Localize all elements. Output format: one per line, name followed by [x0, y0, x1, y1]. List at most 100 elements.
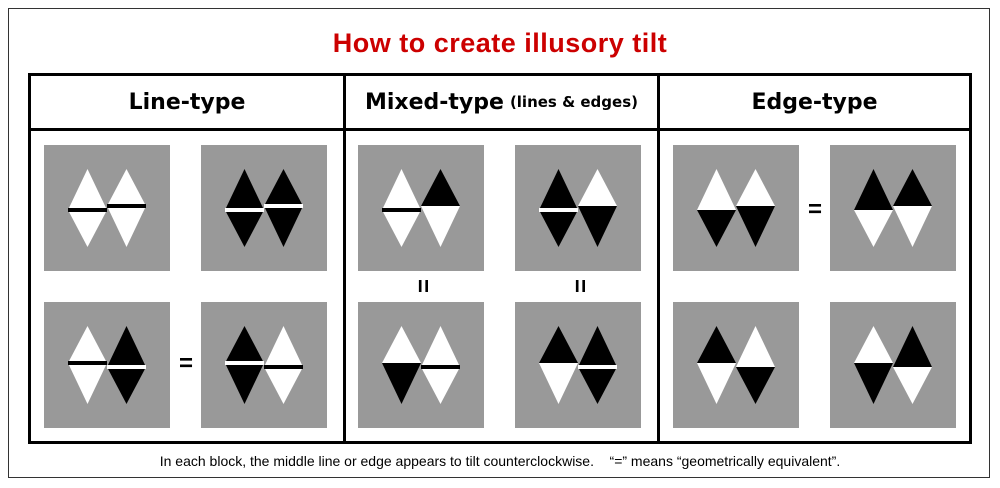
column-divider	[343, 76, 346, 441]
upper-triangle	[421, 169, 460, 206]
header-label: Mixed-type	[364, 89, 504, 115]
lower-triangle	[893, 367, 932, 404]
tile-background	[830, 302, 956, 428]
diamond-left	[225, 169, 264, 247]
lower-triangle	[225, 363, 264, 404]
lower-triangle	[893, 206, 932, 247]
upper-triangle	[697, 169, 736, 210]
diamond-left	[382, 169, 421, 247]
upper-triangle	[893, 169, 932, 206]
equals-sign-vertical: =	[409, 278, 436, 293]
diamond-right	[264, 326, 303, 404]
middle-line	[539, 208, 578, 212]
lower-triangle	[697, 363, 736, 404]
upper-triangle	[264, 326, 303, 367]
diamond-left	[382, 326, 421, 404]
header-divider	[31, 128, 969, 131]
lower-triangle	[107, 367, 146, 404]
diamond-right	[107, 169, 146, 247]
lower-triangle	[225, 210, 264, 247]
upper-triangle	[225, 326, 264, 363]
column-divider	[657, 76, 660, 441]
caption: In each block, the middle line or edge a…	[159, 453, 841, 469]
figure-title: How to create illusory tilt	[332, 28, 668, 58]
lower-triangle	[107, 206, 146, 247]
upper-triangle	[697, 326, 736, 363]
diamond-left	[854, 169, 893, 247]
lower-triangle	[854, 363, 893, 404]
upper-triangle	[421, 326, 460, 367]
lower-triangle	[697, 210, 736, 247]
middle-line	[68, 361, 107, 365]
diamond-right	[107, 326, 146, 404]
diamond-right	[893, 326, 932, 404]
lower-triangle	[578, 206, 617, 247]
upper-triangle	[736, 326, 775, 367]
illusion-tile-edge-bottom-left	[673, 302, 799, 428]
diamond-left	[697, 169, 736, 247]
diamond-left	[539, 169, 578, 247]
middle-line	[264, 365, 303, 369]
middle-line	[382, 208, 421, 212]
upper-triangle	[68, 169, 107, 210]
upper-triangle	[539, 326, 578, 363]
lower-triangle	[854, 210, 893, 247]
illusion-tile-edge-top-right	[830, 145, 956, 271]
lower-triangle	[736, 367, 775, 404]
upper-triangle	[107, 169, 146, 206]
middle-line	[421, 365, 460, 369]
diamond-right	[264, 169, 303, 247]
upper-triangle	[107, 326, 146, 367]
header-edge-type: Edge-type	[660, 76, 969, 128]
lower-triangle	[382, 363, 421, 404]
lower-triangle	[539, 363, 578, 404]
middle-line	[68, 208, 107, 212]
diamond-right	[421, 169, 460, 247]
middle-line	[225, 361, 264, 365]
upper-triangle	[382, 326, 421, 363]
equals-sign: =	[178, 350, 193, 377]
diamond-left	[539, 326, 578, 404]
upper-triangle	[578, 169, 617, 206]
equals-sign-vertical: =	[566, 278, 593, 293]
illusion-tile-line-bottom-right	[201, 302, 327, 428]
lower-triangle	[578, 367, 617, 404]
middle-line	[107, 204, 146, 208]
equals-sign: =	[807, 196, 822, 223]
diamond-right	[736, 326, 775, 404]
header-sublabel: (lines & edges)	[509, 93, 638, 111]
tile-background	[673, 302, 799, 428]
illusion-tile-line-top-left	[44, 145, 170, 271]
upper-triangle	[854, 169, 893, 210]
upper-triangle	[893, 326, 932, 367]
upper-triangle	[854, 326, 893, 363]
illusion-tile-edge-bottom-right	[830, 302, 956, 428]
upper-triangle	[68, 326, 107, 363]
diamond-right	[578, 326, 617, 404]
lower-triangle	[421, 367, 460, 404]
header-label: Edge-type	[751, 89, 878, 115]
lower-triangle	[736, 206, 775, 247]
illusion-tile-line-top-right	[201, 145, 327, 271]
header-line-type: Line-type	[31, 76, 343, 128]
diamond-right	[421, 326, 460, 404]
comparison-table: Line-type Mixed-type (lines & edges) Edg…	[28, 73, 972, 444]
tile-background	[830, 145, 956, 271]
lower-triangle	[68, 210, 107, 247]
diamond-right	[736, 169, 775, 247]
upper-triangle	[539, 169, 578, 210]
tile-background	[673, 145, 799, 271]
lower-triangle	[264, 367, 303, 404]
upper-triangle	[225, 169, 264, 210]
upper-triangle	[382, 169, 421, 210]
middle-line	[107, 365, 146, 369]
illusion-tile-mixed-bottom-left	[358, 302, 484, 428]
diamond-left	[225, 326, 264, 404]
lower-triangle	[264, 206, 303, 247]
outer-frame	[8, 8, 990, 478]
diamond-right	[893, 169, 932, 247]
header-label: Line-type	[128, 89, 246, 115]
middle-line	[264, 204, 303, 208]
lower-triangle	[382, 210, 421, 247]
middle-line	[225, 208, 264, 212]
